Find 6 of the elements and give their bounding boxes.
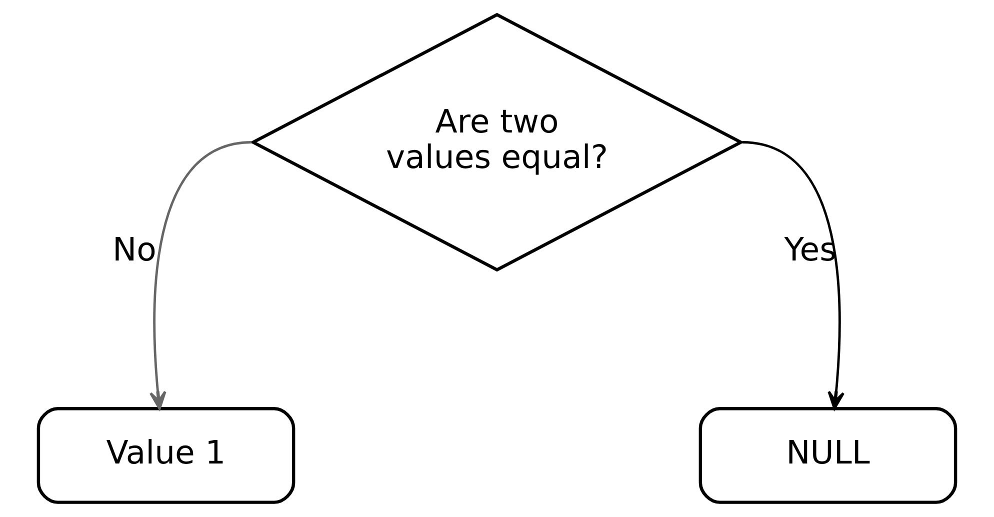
- edge-label: No: [112, 230, 156, 268]
- node-box: Value 1: [36, 407, 296, 504]
- arrow: [149, 141, 252, 410]
- node-box: NULL: [698, 407, 958, 504]
- arrow: [742, 141, 845, 410]
- node-diamond: Are two values equal?: [250, 12, 744, 272]
